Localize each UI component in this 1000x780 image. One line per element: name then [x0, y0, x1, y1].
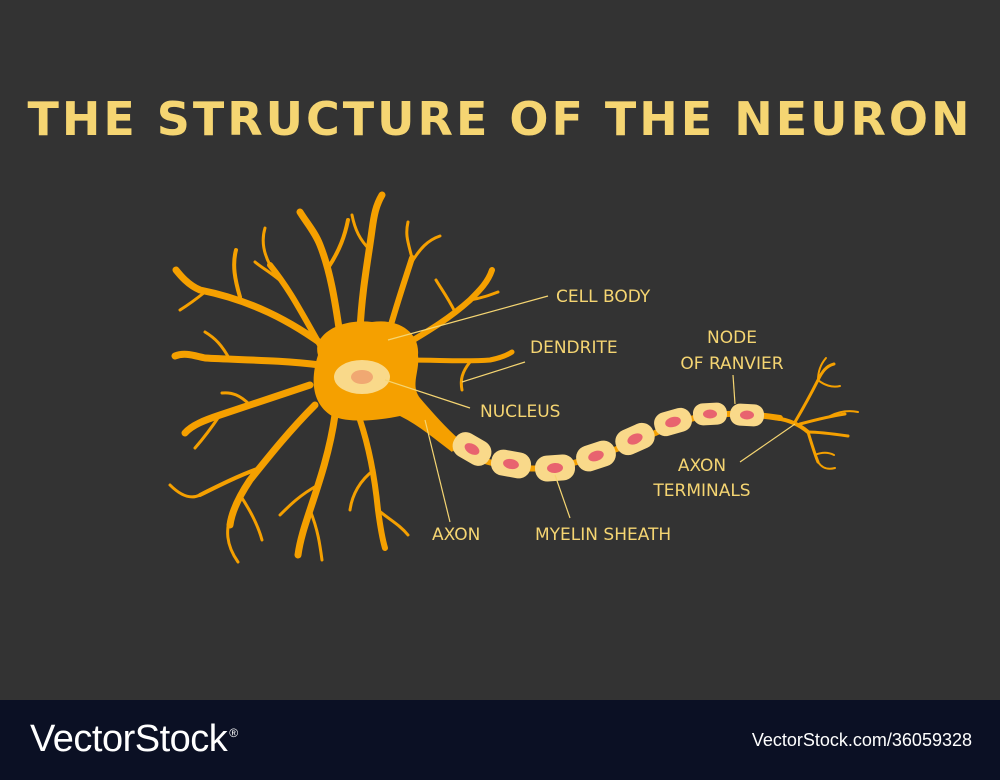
label-axon-terminals-line2: TERMINALS: [652, 481, 750, 501]
label-myelin-sheath: MYELIN SHEATH: [535, 525, 671, 545]
myelin-sheath: [452, 402, 765, 482]
diagram-title: THE STRUCTURE OF THE NEURON: [27, 92, 973, 146]
vectorstock-logo[interactable]: VectorStock®: [30, 718, 238, 761]
myelin-segment: [452, 432, 492, 466]
neuron-diagram: CELL BODY DENDRITE NODE OF RANVIER NUCLE…: [168, 191, 859, 564]
label-nucleus: NUCLEUS: [480, 402, 560, 422]
registered-mark: ®: [229, 726, 238, 741]
label-axon-terminals-line1: AXON: [678, 456, 726, 476]
dendrites: [168, 191, 515, 564]
myelin-segment: [729, 403, 765, 427]
nucleolus: [351, 370, 373, 384]
label-node-of-ranvier-line2: OF RANVIER: [680, 354, 783, 374]
myelin-segment: [576, 440, 616, 472]
myelin-segment: [490, 449, 532, 479]
myelin-segment: [692, 402, 728, 426]
label-node-of-ranvier-line1: NODE: [707, 328, 757, 348]
cell-body: [313, 321, 460, 452]
stock-id: VectorStock.com/36059328: [751, 730, 972, 750]
label-cell-body: CELL BODY: [556, 287, 651, 307]
myelin-segment: [654, 407, 692, 437]
leader-lines: [384, 295, 796, 523]
myelin-segment: [615, 422, 655, 456]
footer-bar: VectorStock® VectorStock.com/36059328: [0, 700, 1000, 780]
label-axon: AXON: [432, 525, 480, 545]
brand-text: VectorStock: [30, 718, 228, 760]
axon-terminals: [773, 357, 859, 470]
myelin-segment: [534, 454, 576, 482]
label-dendrite: DENDRITE: [530, 338, 618, 358]
